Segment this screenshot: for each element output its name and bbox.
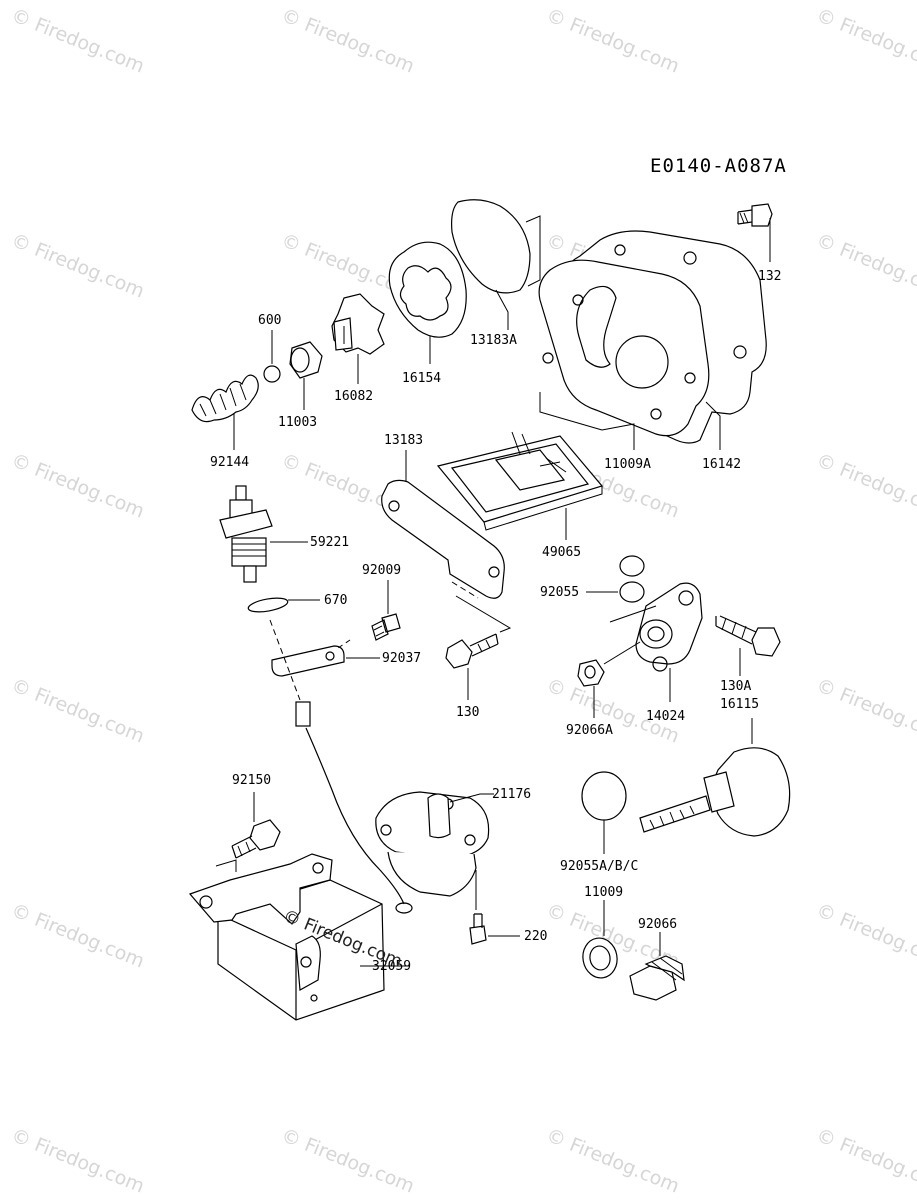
watermark: © Firedog.com: [278, 4, 417, 77]
part-label-600[interactable]: 600: [258, 313, 281, 328]
watermark: © Firedog.com: [813, 449, 917, 522]
leader-11009A-b: [539, 392, 603, 431]
plate-13183A: [451, 199, 541, 294]
dipstick-16115: [639, 718, 791, 837]
centerline: [603, 641, 641, 665]
inner-rotor-16082: [331, 293, 385, 355]
bracket-32059: [188, 853, 385, 1021]
spring-92144: [191, 374, 259, 423]
watermark: © Firedog.com: [543, 1124, 682, 1197]
watermark-grid: © Firedog.com © Firedog.com © Firedog.co…: [8, 4, 917, 1197]
watermark: © Firedog.com: [8, 449, 147, 522]
leader-13183A: [495, 289, 509, 330]
watermark: © Firedog.com: [8, 899, 147, 972]
sensor-21176: [375, 791, 494, 897]
part-label-14024[interactable]: 14024: [646, 709, 685, 724]
clamp-92037: [271, 645, 345, 677]
watermark: © Firedog.com: [8, 674, 147, 747]
watermark: © Firedog.com: [813, 674, 917, 747]
part-label-92144[interactable]: 92144: [210, 455, 249, 470]
plug-92066A: [577, 659, 605, 687]
leader-11009A: [601, 423, 635, 450]
watermark: © Firedog.com: [813, 4, 917, 77]
part-label-132[interactable]: 132: [758, 269, 781, 284]
bolt-130: [445, 633, 499, 669]
watermark: © Firedog.com: [8, 229, 147, 302]
ball-600: [263, 365, 281, 383]
part-label-92150[interactable]: 92150: [232, 773, 271, 788]
part-label-92066A[interactable]: 92066A: [566, 723, 613, 738]
bolt-132: [737, 203, 773, 227]
watermark: © Firedog.com: [543, 4, 682, 77]
part-label-59221[interactable]: 59221: [310, 535, 349, 550]
diagram-code: E0140-A087A: [650, 155, 787, 177]
centerline: [451, 581, 479, 599]
part-label-16115[interactable]: 16115: [720, 697, 759, 712]
part-label-16142[interactable]: 16142: [702, 457, 741, 472]
watermark: © Firedog.com: [8, 1124, 147, 1197]
bracket-13183: [381, 479, 505, 599]
bolt-220: [469, 913, 487, 945]
part-label-49065[interactable]: 49065: [542, 545, 581, 560]
outer-rotor-16154: [388, 241, 467, 338]
part-label-92055ABC[interactable]: 92055A/B/C: [560, 859, 638, 874]
part-label-670[interactable]: 670: [324, 593, 347, 608]
centerline: [337, 639, 351, 649]
centerline: [609, 605, 657, 623]
part-label-220[interactable]: 220: [524, 929, 547, 944]
housing-14024: [635, 582, 703, 672]
watermark: © Firedog.com: [8, 4, 147, 77]
gasket-11009A: [538, 259, 710, 437]
watermark: © Firedog.com: [813, 1124, 917, 1197]
part-label-11009[interactable]: 11009: [584, 885, 623, 900]
part-label-92037[interactable]: 92037: [382, 651, 421, 666]
part-label-11009A[interactable]: 11009A: [604, 457, 651, 472]
o-rings-92055: [619, 555, 645, 603]
leader-130-b: [455, 595, 512, 633]
centerline: [269, 619, 301, 701]
screw-92009: [371, 613, 401, 641]
oil-switch-59221: [219, 485, 273, 583]
filter-49065: [436, 431, 604, 531]
sleeve-11003: [289, 341, 323, 379]
part-label-32059[interactable]: 32059: [372, 959, 411, 974]
bolt-130A: [715, 615, 781, 657]
part-label-92055[interactable]: 92055: [540, 585, 579, 600]
bolt-92150: [231, 819, 281, 859]
part-label-11003[interactable]: 11003: [278, 415, 317, 430]
washer-11009: [582, 937, 618, 979]
part-label-16154[interactable]: 16154: [402, 371, 441, 386]
watermark: © Firedog.com: [813, 229, 917, 302]
watermark: © Firedog.com: [813, 899, 917, 972]
part-label-130[interactable]: 130: [456, 705, 479, 720]
part-label-130A[interactable]: 130A: [720, 679, 751, 694]
part-label-13183A[interactable]: 13183A: [470, 333, 517, 348]
part-label-13183[interactable]: 13183: [384, 433, 423, 448]
o-ring-670: [247, 597, 289, 613]
leader-16142: [705, 401, 721, 450]
part-label-92066[interactable]: 92066: [638, 917, 677, 932]
sensor-wire: [295, 701, 413, 914]
o-ring-92055ABC: [581, 771, 627, 821]
watermark: © Firedog.com: [278, 1124, 417, 1197]
plug-92066: [629, 955, 685, 1001]
part-label-16082[interactable]: 16082: [334, 389, 373, 404]
part-label-21176[interactable]: 21176: [492, 787, 531, 802]
part-label-92009[interactable]: 92009: [362, 563, 401, 578]
